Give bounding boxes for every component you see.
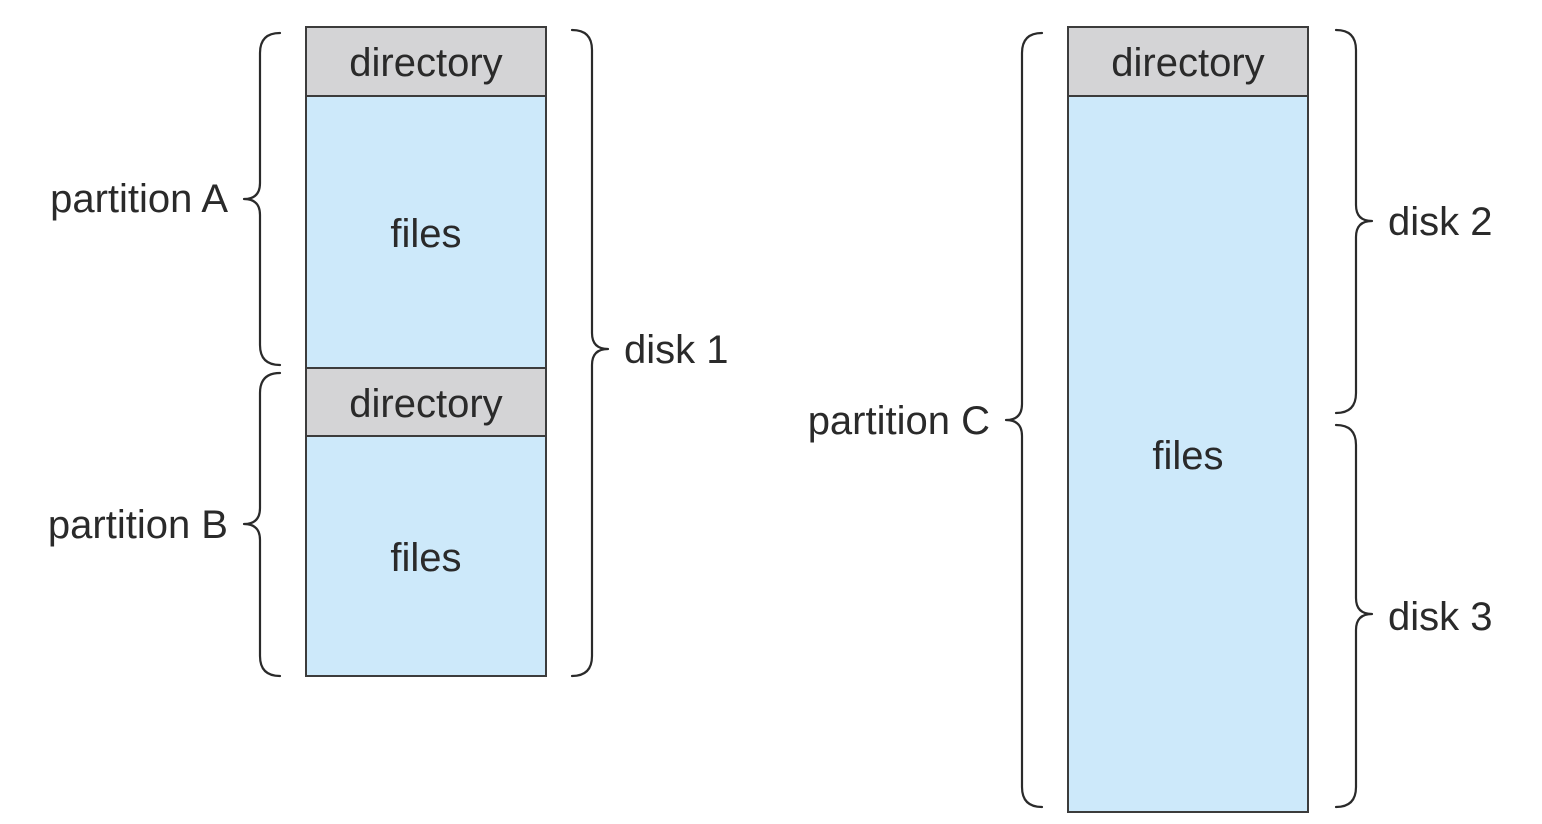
disk-3-label: disk 3 <box>1388 595 1493 639</box>
files-block-c <box>1067 95 1309 813</box>
directory-label-a: directory <box>349 41 502 85</box>
disk-2-brace <box>1334 28 1374 415</box>
files-block-b <box>305 435 547 677</box>
files-label-a: files <box>390 212 461 256</box>
partition-c-brace <box>1004 31 1044 809</box>
partition-a-brace <box>242 31 282 367</box>
partition-b-label: partition B <box>48 503 228 547</box>
files-label-c: files <box>1152 434 1223 478</box>
partition-b-brace <box>242 371 282 678</box>
directory-label-b: directory <box>349 382 502 426</box>
files-block-a <box>305 95 547 369</box>
directory-label-c: directory <box>1111 41 1264 85</box>
disk-2-label: disk 2 <box>1388 200 1493 244</box>
partition-a-label: partition A <box>50 177 228 221</box>
disk-1-label: disk 1 <box>624 328 729 372</box>
partition-c-label: partition C <box>808 399 990 443</box>
disk-3-brace <box>1334 423 1374 809</box>
disk-1-brace <box>570 28 610 678</box>
directory-block-a <box>305 26 547 97</box>
directory-block-b <box>305 367 547 437</box>
files-label-b: files <box>390 536 461 580</box>
